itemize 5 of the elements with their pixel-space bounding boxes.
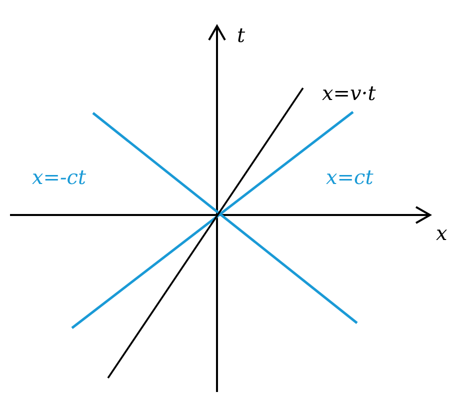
line-label: x=v·t (322, 82, 376, 104)
axis-label: x (436, 222, 448, 244)
line-label: x=ct (326, 166, 374, 188)
axis-label: t (237, 24, 246, 46)
line-label: x=-ct (32, 166, 86, 188)
